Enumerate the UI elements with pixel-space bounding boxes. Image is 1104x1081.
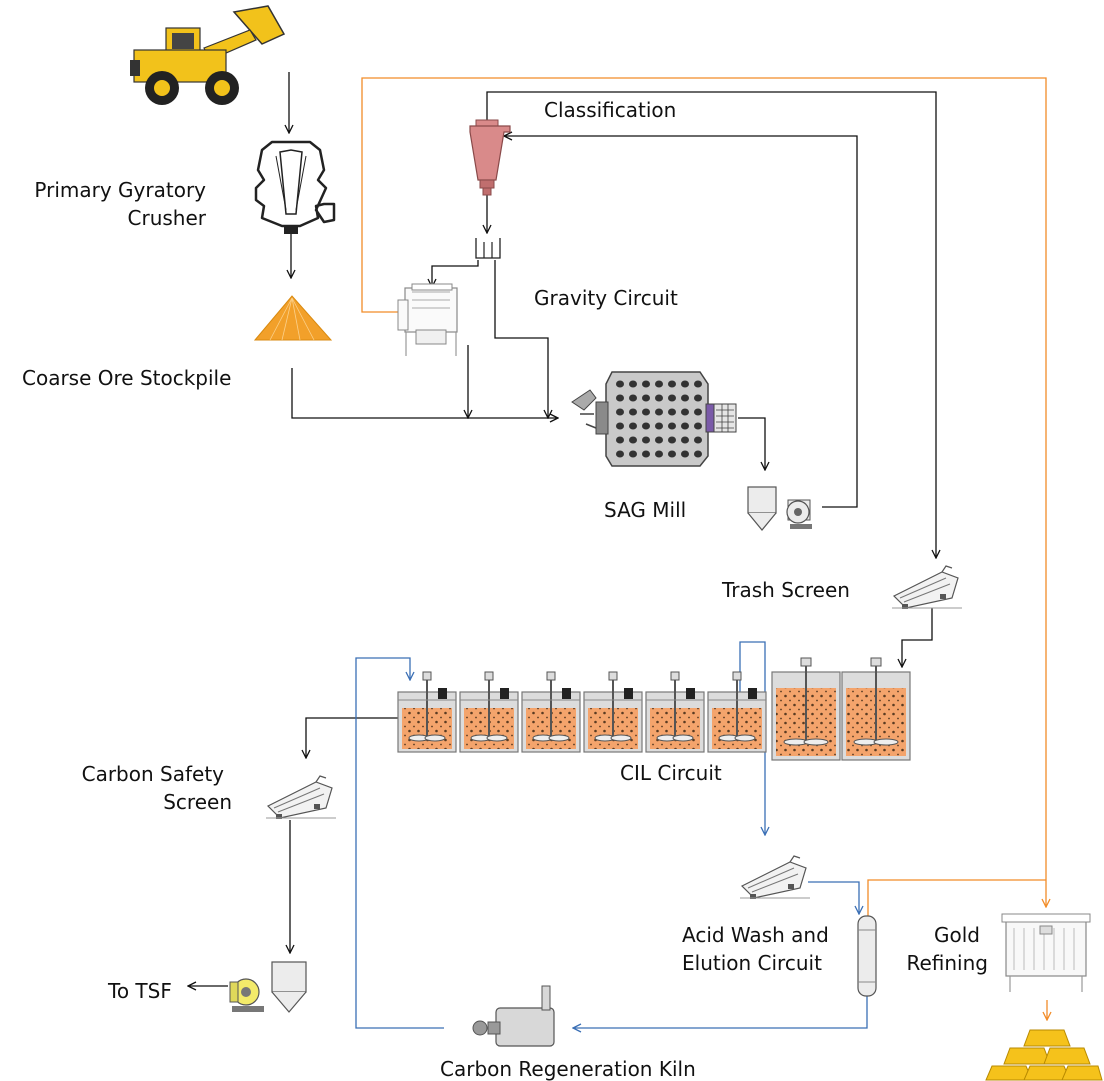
mill-rivet — [616, 422, 624, 430]
stockpile-icon — [253, 295, 333, 341]
mill-rivet — [694, 422, 702, 430]
mill-to-pump-line — [738, 417, 765, 470]
mill-rivet — [668, 422, 676, 430]
cil-tank-icon — [583, 671, 643, 753]
mill-rivet — [681, 408, 689, 416]
electrowinning-cell-icon — [1001, 913, 1091, 992]
sag-mill-label: SAG Mill — [604, 498, 686, 522]
mill-rivet — [681, 394, 689, 402]
mill-rivet — [616, 450, 624, 458]
mill-rivet — [694, 408, 702, 416]
classification-label: Classification — [544, 98, 676, 122]
mill-rivet — [668, 380, 676, 388]
mill-rivet — [642, 436, 650, 444]
mill-rivet — [629, 408, 637, 416]
mill-rivet — [629, 450, 637, 458]
crusher-label-line1: Primary Gyratory — [34, 178, 206, 202]
acid-wash-screen-icon — [739, 855, 811, 900]
mill-rivet — [655, 450, 663, 458]
mill-rivet — [668, 394, 676, 402]
mill-rivet — [694, 436, 702, 444]
gold-bars-icon — [985, 1029, 1103, 1081]
cyclone-overflow-to-trash-screen-line — [486, 91, 936, 558]
refining-label-line1: Gold — [934, 923, 980, 947]
stockpile-label: Coarse Ore Stockpile — [22, 366, 231, 390]
mill-rivet — [616, 436, 624, 444]
trash-screen-icon — [891, 565, 963, 610]
cil-tank-icon — [841, 657, 911, 761]
trash-screen-label: Trash Screen — [721, 578, 850, 602]
elution-column-icon — [857, 915, 877, 997]
mill-rivet — [681, 422, 689, 430]
mill-rivet — [655, 394, 663, 402]
cil-tank-icon — [645, 671, 705, 753]
stockpile-to-mill-line — [291, 368, 558, 418]
cil-tank-icon — [707, 671, 767, 753]
mill-rivet — [681, 380, 689, 388]
cil-circuit-label: CIL Circuit — [620, 761, 722, 785]
mill-rivet — [629, 380, 637, 388]
crusher-label-line2: Crusher — [128, 206, 207, 230]
tsf-pump-tank-icon — [229, 961, 307, 1013]
mill-rivet — [694, 450, 702, 458]
distributor-icon — [475, 238, 501, 259]
gravity-concentrate-to-refining-line — [361, 77, 1046, 907]
mill-rivet — [616, 408, 624, 416]
mill-rivet — [681, 436, 689, 444]
acid-screen-to-column-line — [808, 881, 859, 914]
refining-label-line2: Refining — [906, 951, 988, 975]
distributor-to-concentrator-line — [432, 260, 479, 287]
kiln-to-cil-line — [355, 657, 444, 1029]
cil-tank-icon — [771, 657, 841, 761]
mill-rivet — [655, 422, 663, 430]
mill-rivet — [629, 422, 637, 430]
mill-rivet — [668, 450, 676, 458]
trash-screen-to-cil-line — [902, 608, 933, 667]
mill-rivet — [655, 380, 663, 388]
mill-rivet — [642, 394, 650, 402]
sag-mill-icon — [571, 371, 737, 467]
kiln-label: Carbon Regeneration Kiln — [440, 1057, 696, 1081]
mill-rivet — [642, 380, 650, 388]
mill-rivet — [655, 408, 663, 416]
to-tsf-label: To TSF — [107, 979, 172, 1003]
cil-tank-train — [397, 657, 911, 761]
cil-tank-icon — [397, 671, 457, 753]
mill-rivet — [629, 436, 637, 444]
elution-to-refining-line — [867, 879, 1046, 918]
mill-rivet — [642, 422, 650, 430]
gravity-concentrator-icon — [397, 283, 458, 356]
mill-rivet — [616, 380, 624, 388]
mill-rivet — [694, 394, 702, 402]
mill-rivet — [668, 436, 676, 444]
hydrocyclone-icon — [469, 119, 511, 196]
mill-rivet — [655, 436, 663, 444]
gravity-circuit-label: Gravity Circuit — [534, 286, 678, 310]
cil-tank-icon — [459, 671, 519, 753]
pump-tank-icon — [747, 486, 812, 531]
cil-to-safety-screen-line — [306, 717, 400, 758]
mill-rivet — [694, 380, 702, 388]
column-to-kiln-line — [573, 972, 868, 1028]
elution-label-line1: Acid Wash and — [682, 923, 829, 947]
wheel-loader-icon — [130, 5, 286, 105]
safety-screen-label-line1: Carbon Safety — [82, 762, 225, 786]
mill-rivet — [629, 394, 637, 402]
gyratory-crusher-icon — [254, 140, 336, 234]
distributor-to-mill-line — [494, 260, 548, 418]
mill-rivet — [616, 394, 624, 402]
safety-screen-label-line2: Screen — [163, 790, 232, 814]
cil-tank-icon — [521, 671, 581, 753]
mill-rivet — [642, 408, 650, 416]
carbon-safety-screen-icon — [265, 775, 337, 820]
mill-rivet — [642, 450, 650, 458]
elution-label-line2: Elution Circuit — [682, 951, 822, 975]
kiln-icon — [472, 985, 555, 1047]
mill-rivet — [668, 408, 676, 416]
mill-rivet — [681, 450, 689, 458]
pump-to-cyclone-line — [504, 136, 858, 508]
